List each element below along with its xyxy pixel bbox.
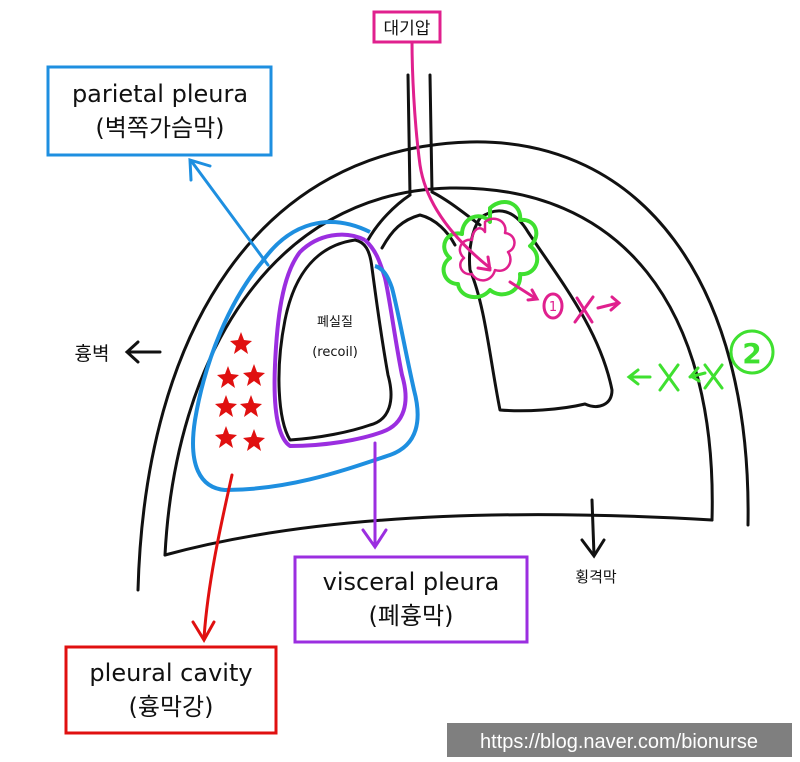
red-star-icon	[243, 429, 265, 451]
lung-recoil-label: (recoil)	[312, 345, 358, 360]
visceral-pleura-box	[293, 555, 529, 644]
watermark-background	[447, 723, 792, 757]
red-star-icon	[243, 364, 265, 386]
right-lung	[468, 209, 614, 413]
parietal-pleura-title: parietal pleura	[72, 80, 248, 108]
parietal-pleura-box	[46, 65, 273, 157]
pleural-cavity-box	[64, 645, 278, 735]
visceral-pleura-subtitle: (폐흉막)	[369, 602, 454, 630]
trachea	[366, 73, 482, 250]
force-2-indicator	[626, 329, 775, 392]
left-lung	[277, 238, 393, 442]
chest-wall-label: 흉벽	[75, 343, 110, 365]
atmospheric-pressure-label: 대기압	[384, 19, 431, 39]
pleural-cavity-subtitle: (흉막강)	[129, 693, 214, 721]
chest-wall-arrow	[124, 340, 162, 364]
alveolus-outline	[441, 200, 540, 300]
visceral-pleura-title: visceral pleura	[323, 568, 500, 596]
diaphragm-arrow	[580, 498, 606, 559]
parietal-pleura-line	[191, 220, 420, 492]
diaphragm-label: 횡격막	[575, 568, 617, 586]
watermark-url: https://blog.naver.com/bionurse	[480, 731, 758, 753]
red-star-icon	[215, 426, 237, 448]
chest-wall-outline	[136, 140, 750, 592]
red-star-icon	[230, 332, 252, 354]
atmospheric-pressure-box	[372, 10, 442, 44]
force-1-indicator	[508, 280, 622, 324]
cavity-arrow	[191, 473, 234, 643]
red-star-icon	[240, 395, 262, 417]
parietal-arrow	[188, 157, 270, 267]
parietal-pleura-subtitle: (벽쪽가슴막)	[95, 114, 224, 142]
marker-1-label: 1	[549, 300, 557, 315]
red-star-icon	[215, 395, 237, 417]
visceral-arrow	[361, 441, 388, 550]
pleural-cavity-markers	[215, 332, 265, 451]
atmosphere-arrow	[410, 38, 492, 272]
pleural-cavity-title: pleural cavity	[89, 659, 252, 687]
visceral-pleura-line	[272, 232, 408, 448]
red-star-icon	[217, 366, 239, 388]
alveolus-inner	[458, 217, 516, 282]
marker-2-label: 2	[742, 337, 761, 370]
lung-label: 폐실질	[317, 315, 353, 330]
